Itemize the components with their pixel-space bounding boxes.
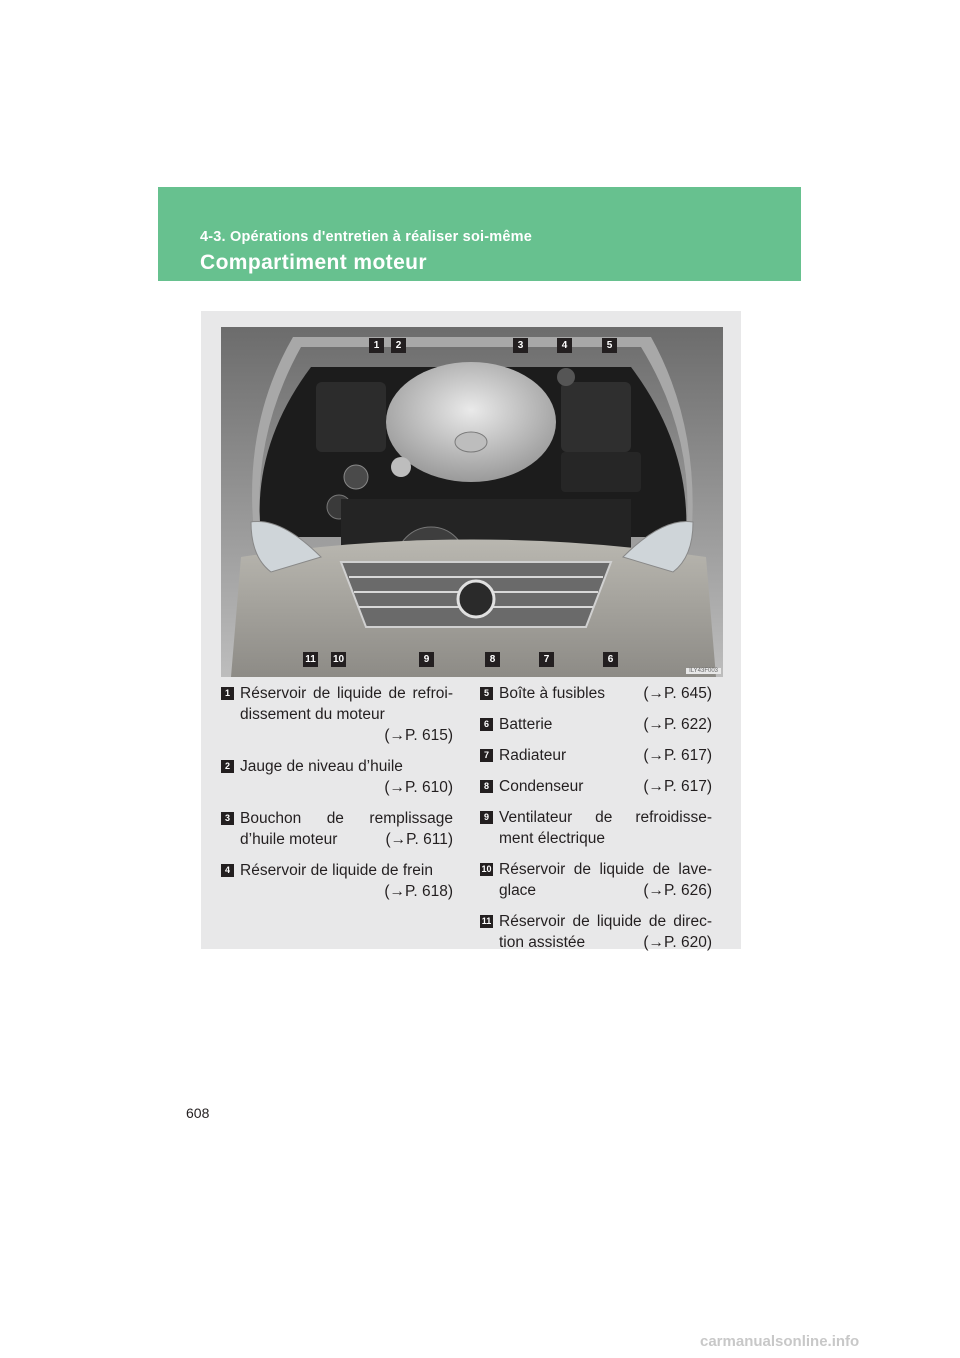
item-label: Réservoir de liquide de lave- (499, 861, 712, 878)
chapter-header: 4-3. Opérations d'entretien à réaliser s… (158, 187, 801, 281)
page-ref: (→P. 610) (384, 779, 453, 796)
callout-6: 6 (603, 652, 618, 667)
page-ref: (→P. 622) (643, 716, 712, 733)
legend-item: 2 Jauge de niveau d’huile (→P. 610) (221, 756, 453, 798)
item-label: Condenseur (499, 778, 584, 795)
item-label: Ventilateur de refroidisse- (499, 809, 712, 826)
engine-illustration (221, 327, 723, 677)
item-label: Jauge de niveau d’huile (240, 758, 403, 775)
legend-item: 1 Réservoir de liquide de refroi- dissem… (221, 683, 453, 746)
item-label-cont: tion assistée (499, 934, 586, 951)
item-number: 5 (480, 687, 493, 700)
callout-4: 4 (557, 338, 572, 353)
legend-item: 3 Bouchon de remplissage d’huile moteur … (221, 808, 453, 850)
item-label-cont: ment électrique (499, 830, 605, 847)
legend-left: 1 Réservoir de liquide de refroi- dissem… (221, 683, 453, 912)
item-label-cont: dissement du moteur (240, 706, 385, 723)
legend-item: 10 Réservoir de liquide de lave- glace (→… (480, 859, 712, 901)
page-number: 608 (186, 1105, 210, 1121)
item-label-cont: d’huile moteur (240, 831, 338, 848)
callout-1: 1 (369, 338, 384, 353)
item-label: Boîte à fusibles (499, 685, 605, 702)
item-number: 10 (480, 863, 493, 876)
item-label: Radiateur (499, 747, 567, 764)
callout-7: 7 (539, 652, 554, 667)
item-label: Réservoir de liquide de frein (240, 862, 433, 879)
item-label: Batterie (499, 716, 553, 733)
item-number: 9 (480, 811, 493, 824)
section-title: 4-3. Opérations d'entretien à réaliser s… (200, 229, 532, 245)
callout-10: 10 (331, 652, 346, 667)
page-ref: (→P. 611) (385, 831, 454, 848)
callout-5: 5 (602, 338, 617, 353)
item-number: 7 (480, 749, 493, 762)
item-label: Réservoir de liquide de refroi- (240, 685, 453, 702)
page-ref: (→P. 617) (643, 747, 712, 764)
page-ref: (→P. 615) (384, 727, 453, 744)
item-number: 1 (221, 687, 234, 700)
item-number: 2 (221, 760, 234, 773)
page-ref: (→P. 645) (643, 685, 712, 702)
legend-item: 4 Réservoir de liquide de frein (→P. 618… (221, 860, 453, 902)
callout-11: 11 (303, 652, 318, 667)
page-ref: (→P. 626) (643, 882, 712, 899)
legend-right: 5 Boîte à fusibles (→P. 645) 6 Batterie (→… (480, 683, 712, 963)
engine-compartment-photo: ILY43F003 1 2 3 4 5 11 10 9 8 7 6 (221, 327, 723, 677)
legend-item: 9 Ventilateur de refroidisse- ment élect… (480, 807, 712, 849)
callout-3: 3 (513, 338, 528, 353)
legend-item: 5 Boîte à fusibles (→P. 645) (480, 683, 712, 704)
item-label: Réservoir de liquide de direc- (499, 913, 712, 930)
legend-item: 11 Réservoir de liquide de direc- tion a… (480, 911, 712, 953)
item-label-cont: glace (499, 882, 537, 899)
page-title: Compartiment moteur (200, 251, 427, 274)
item-number: 11 (480, 915, 493, 928)
item-number: 8 (480, 780, 493, 793)
callout-2: 2 (391, 338, 406, 353)
page-ref: (→P. 618) (384, 883, 453, 900)
item-label: Bouchon de remplissage (240, 810, 453, 827)
figure-panel: ILY43F003 1 2 3 4 5 11 10 9 8 7 6 1 Rése… (201, 311, 741, 951)
callout-8: 8 (485, 652, 500, 667)
watermark: carmanualsonline.info (700, 1333, 860, 1350)
figure-code: ILY43F003 (686, 668, 721, 674)
callout-9: 9 (419, 652, 434, 667)
item-number: 3 (221, 812, 234, 825)
page-ref: (→P. 620) (643, 934, 712, 951)
legend-item: 7 Radiateur (→P. 617) (480, 745, 712, 766)
page-ref: (→P. 617) (643, 778, 712, 795)
item-number: 4 (221, 864, 234, 877)
item-number: 6 (480, 718, 493, 731)
legend-item: 6 Batterie (→P. 622) (480, 714, 712, 735)
legend-item: 8 Condenseur (→P. 617) (480, 776, 712, 797)
